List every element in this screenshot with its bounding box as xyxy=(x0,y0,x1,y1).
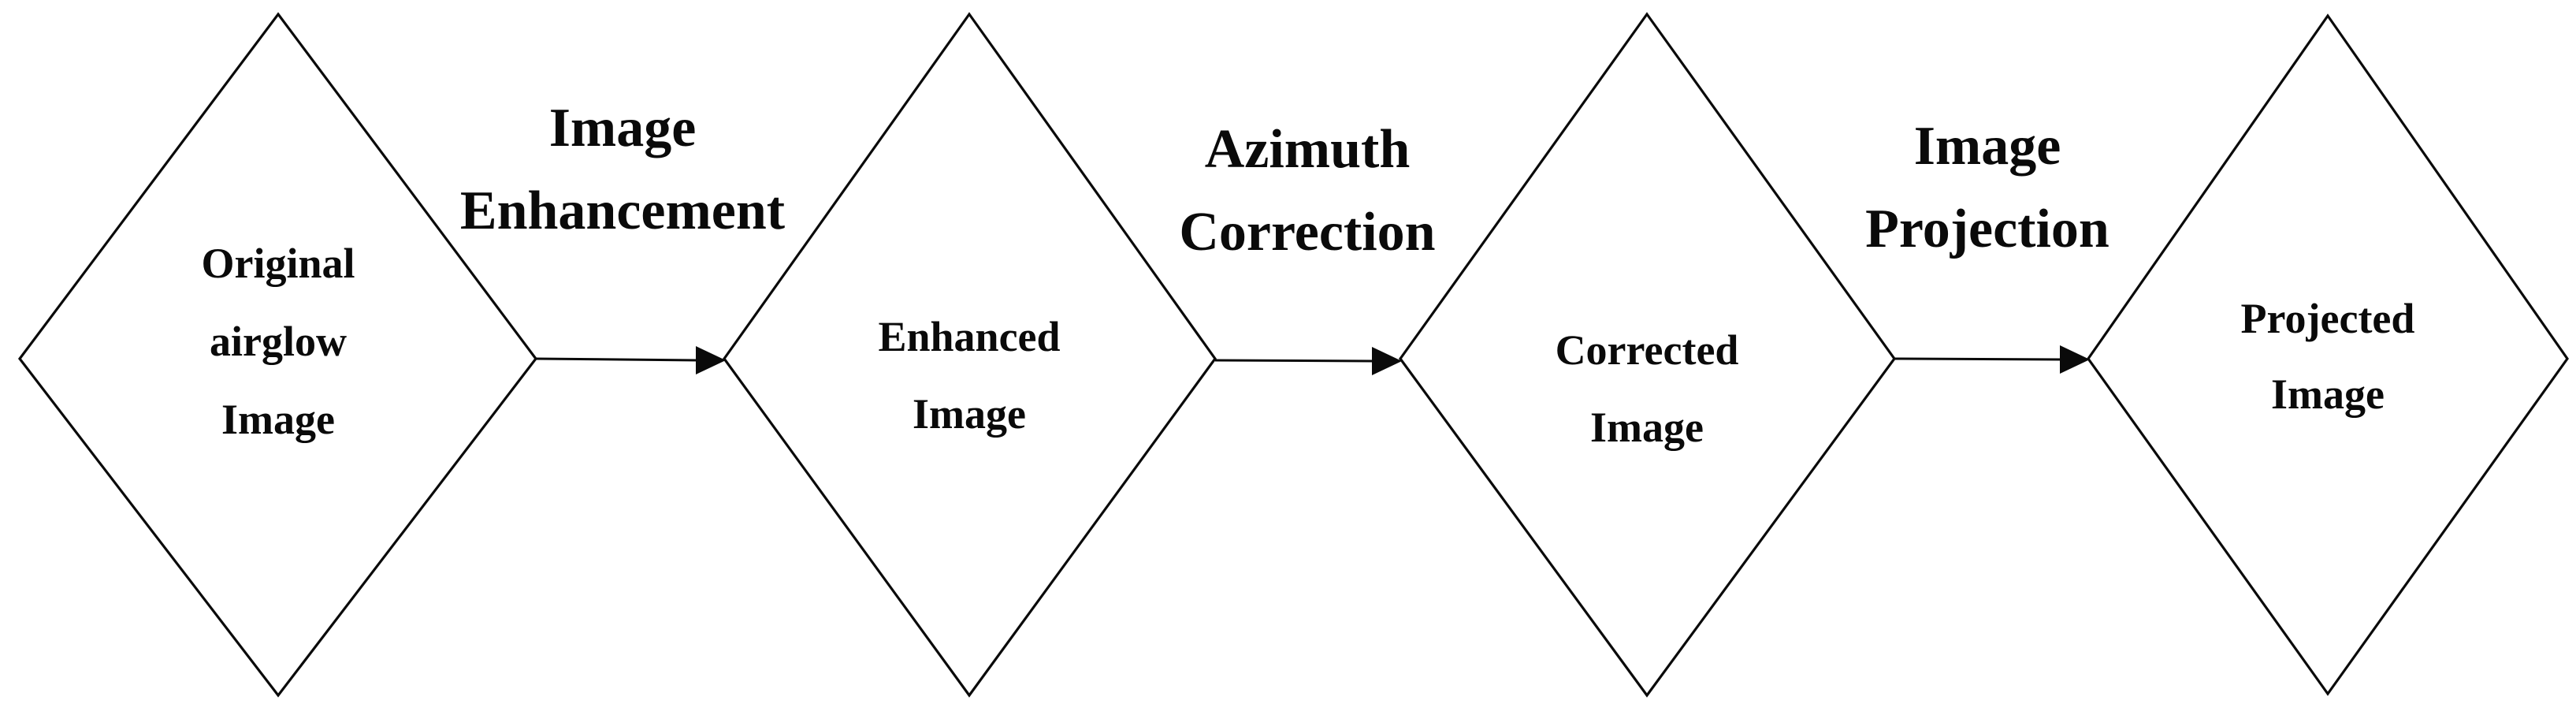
diamond-shape xyxy=(17,12,538,698)
node-enhanced-image: Enhanced Image xyxy=(723,12,1217,698)
arrow-head xyxy=(2060,345,2090,374)
diamond-shape xyxy=(2087,13,2569,696)
node-label-line: airglow xyxy=(210,318,347,365)
arrow-line xyxy=(1894,357,2063,361)
arrow-line xyxy=(1214,359,1375,363)
flow-label-line: Projection xyxy=(1865,199,2109,259)
flow-image-projection: Image Projection xyxy=(1865,116,2109,374)
arrow-head xyxy=(1372,347,1402,375)
node-original-airglow-image: Original airglow Image xyxy=(17,12,538,698)
node-projected-image: Projected Image xyxy=(2087,13,2569,696)
flow-azimuth-correction: Azimuth Correction xyxy=(1179,119,1436,375)
node-label-line: Image xyxy=(221,396,335,443)
diamond-shape xyxy=(1399,12,1896,698)
node-corrected-image: Corrected Image xyxy=(1399,12,1896,698)
flow-label-line: Correction xyxy=(1179,202,1435,263)
flow-label-line: Enhancement xyxy=(460,181,785,241)
node-label-line: Original xyxy=(201,240,355,287)
flow-image-enhancement: Image Enhancement xyxy=(460,98,785,374)
flow-label-line: Azimuth xyxy=(1205,119,1411,180)
arrow-head xyxy=(696,346,726,374)
node-label-line: Corrected xyxy=(1556,326,1739,374)
arrow-line xyxy=(535,357,699,362)
diamond-shape xyxy=(723,12,1217,698)
flow-label-line: Image xyxy=(549,98,697,158)
node-label-line: Image xyxy=(2271,371,2385,418)
node-label-line: Projected xyxy=(2241,295,2415,342)
flow-label-line: Image xyxy=(1914,116,2061,177)
node-label-line: Enhanced xyxy=(878,313,1060,360)
node-label-line: Image xyxy=(913,390,1026,438)
node-label-line: Image xyxy=(1590,404,1704,451)
